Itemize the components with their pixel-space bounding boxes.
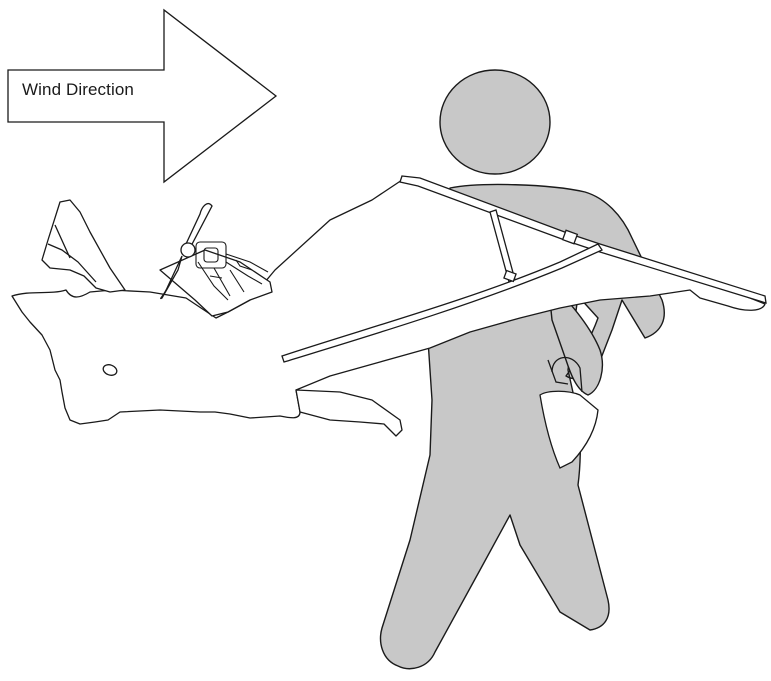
spar-brace-lower: [281, 243, 603, 363]
spar-top: [399, 175, 767, 304]
person-near-arm: [547, 279, 604, 396]
tail-fin: [41, 199, 126, 293]
wing-eye-mark: [102, 364, 118, 376]
spar-joint: [561, 229, 579, 245]
propeller-assembly: [160, 202, 269, 301]
wing-lower-edge: [295, 389, 403, 437]
tail-fin-inner: [47, 224, 97, 283]
wind-arrow: [7, 8, 278, 184]
bag-handle: [551, 356, 583, 393]
motor-mount: [195, 241, 269, 301]
bag-body: [539, 390, 599, 469]
propeller-hub: [180, 242, 196, 258]
wind-direction-label: Wind Direction: [22, 80, 134, 99]
fuselage: [159, 249, 273, 317]
bag-flap: [547, 359, 569, 385]
spar-joint-lower: [503, 269, 517, 283]
wing-spar: [281, 175, 767, 363]
propeller-blade-bottom: [160, 255, 183, 300]
person-head: [439, 69, 551, 175]
person-silhouette: [379, 69, 665, 670]
propeller-blade-top: [185, 202, 213, 250]
carry-bag: [539, 356, 599, 469]
